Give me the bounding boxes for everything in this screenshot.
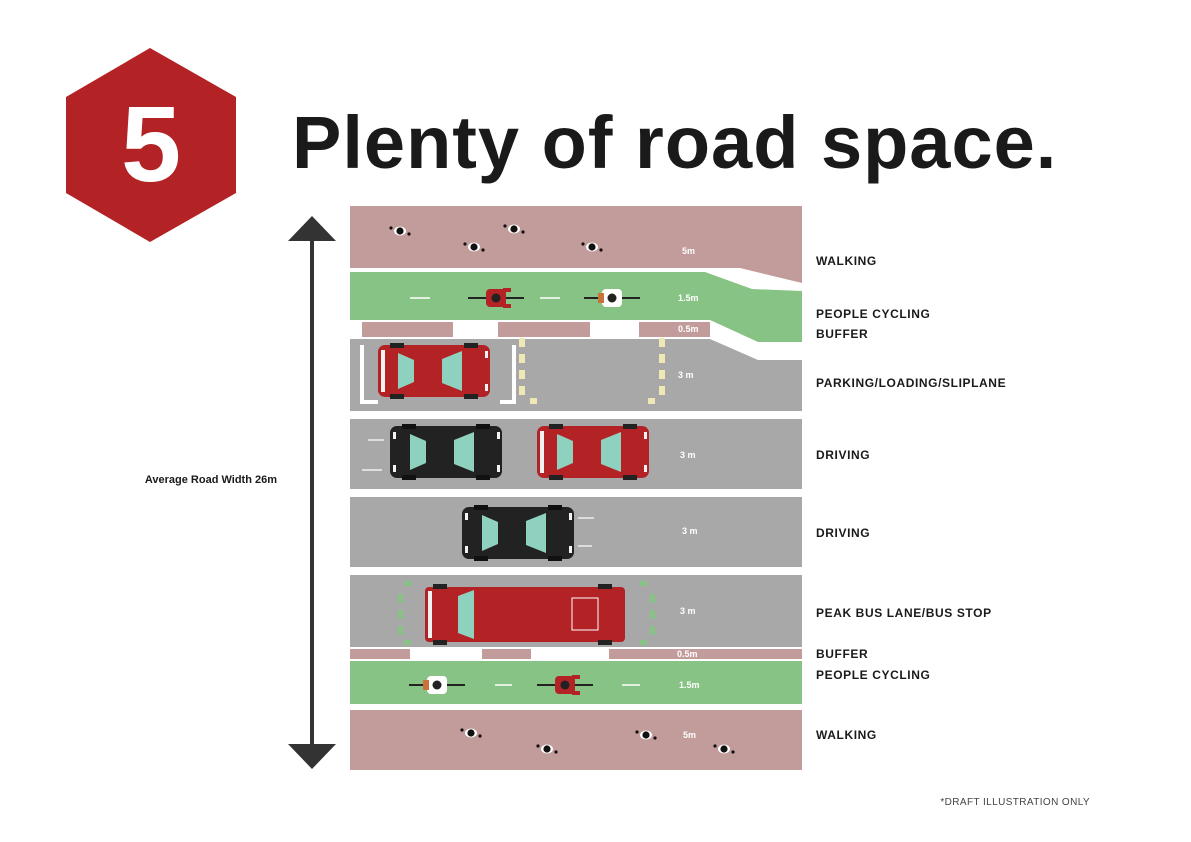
dim-walking-bottom: 5m [683,730,696,740]
badge-number: 5 [120,83,182,204]
lane-driving-1: 3 m [350,419,802,489]
page-title: Plenty of road space. [292,101,1058,184]
dim-buffer-bottom: 0.5m [677,649,698,659]
label-walking-bottom: WALKING [816,728,877,742]
dim-bus: 3 m [680,606,696,616]
label-cycling-top: PEOPLE CYCLING [816,307,931,321]
dim-parking: 3 m [678,370,694,380]
dim-driving-2: 3 m [682,526,698,536]
dim-driving-1: 3 m [680,450,696,460]
lane-walking-top: 5m [350,206,802,283]
dim-walking-top: 5m [682,246,695,256]
lane-parking: 3 m [350,338,802,411]
label-walking-top: WALKING [816,254,877,268]
lane-driving-2: 3 m [350,497,802,567]
road-width-label: Average Road Width 26m [144,474,277,486]
label-parking: PARKING/LOADING/SLIPLANE [816,376,1007,390]
dim-cycling-bottom: 1.5m [679,680,700,690]
hexagon-badge [66,48,236,242]
lane-buffer-top: 0.5m [362,322,710,337]
lane-bus: 3 m [350,575,802,647]
label-cycling-bottom: PEOPLE CYCLING [816,668,931,682]
lane-buffer-bottom: 0.5m [350,649,802,659]
label-driving-1: DRIVING [816,448,871,462]
label-buffer-bottom: BUFFER [816,647,869,661]
lane-walking-bottom: 5m [350,710,802,770]
dim-cycling-top: 1.5m [678,293,699,303]
draft-footnote: *DRAFT ILLUSTRATION ONLY [940,797,1090,808]
label-bus: PEAK BUS LANE/BUS STOP [816,606,992,620]
lane-cycling-bottom: 1.5m [350,661,802,704]
label-buffer-top: BUFFER [816,327,869,341]
road-width-arrow [288,216,336,769]
dim-buffer-top: 0.5m [678,324,699,334]
label-driving-2: DRIVING [816,526,871,540]
lane-cycling-top: 1.5m [350,272,802,358]
